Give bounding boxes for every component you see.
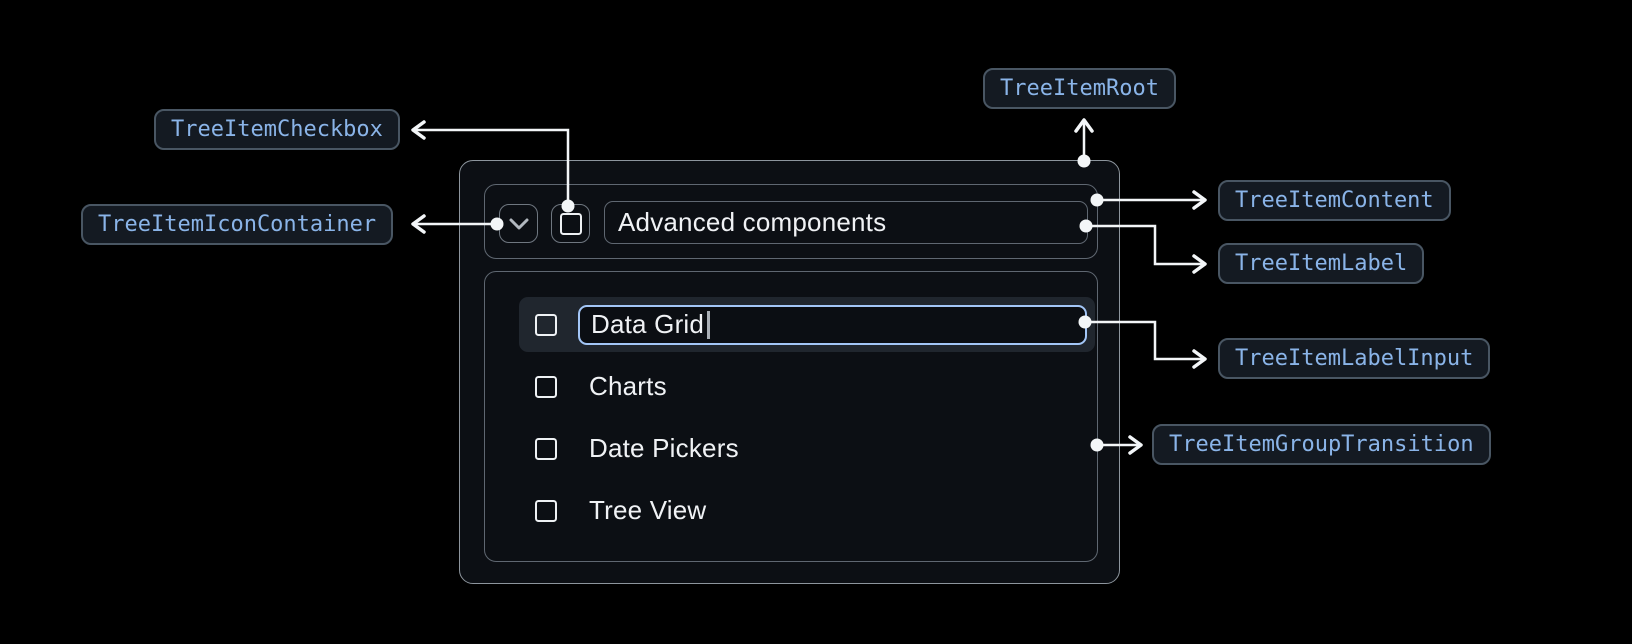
annotation-text: TreeItemIconContainer: [98, 212, 377, 237]
annotation-text: TreeItemLabelInput: [1235, 346, 1474, 371]
annotation-tree-item-group-transition: TreeItemGroupTransition: [1152, 424, 1491, 465]
input-value-text: Data Grid: [591, 309, 705, 339]
text-cursor: [707, 310, 710, 339]
annotation-tree-item-checkbox: TreeItemCheckbox: [154, 109, 400, 150]
annotation-tree-item-label-input: TreeItemLabelInput: [1218, 338, 1491, 379]
checkbox[interactable]: [535, 375, 557, 398]
tree-row[interactable]: Date Pickers: [519, 421, 1095, 476]
tree-row[interactable]: Tree View: [519, 483, 1095, 538]
tree-row-editing[interactable]: Data Grid: [519, 297, 1095, 352]
annotation-tree-item-icon-container: TreeItemIconContainer: [81, 204, 394, 245]
tree-item-group-transition: Data Grid Charts Date Pickers Tree View: [484, 271, 1098, 562]
annotation-text: TreeItemLabel: [1235, 251, 1408, 276]
tree-item-icon-container[interactable]: [499, 204, 538, 243]
arrowhead-left-icon: [411, 120, 426, 140]
annotation-tree-item-root: TreeItemRoot: [983, 68, 1176, 109]
tree-item-content[interactable]: Advanced components: [484, 184, 1098, 259]
tree-item-checkbox[interactable]: [551, 204, 590, 243]
parent-label-text: Advanced components: [618, 207, 887, 237]
annotation-tree-item-content: TreeItemContent: [1218, 180, 1451, 221]
checkbox[interactable]: [535, 499, 557, 522]
arrowhead-right-icon: [1192, 190, 1207, 210]
annotation-text: TreeItemCheckbox: [171, 117, 383, 142]
arrowhead-left-icon: [411, 214, 426, 234]
tree-item-label-input[interactable]: Data Grid: [578, 304, 1087, 345]
tree-item-root: Advanced components Data Grid Charts Dat…: [459, 160, 1120, 584]
arrowhead-right-icon: [1192, 349, 1207, 369]
arrowhead-right-icon: [1128, 435, 1143, 455]
annotation-text: TreeItemGroupTransition: [1169, 432, 1474, 457]
tree-item-label: Advanced components: [604, 201, 1088, 244]
row-label-text: Tree View: [589, 495, 707, 525]
annotation-text: TreeItemRoot: [1000, 76, 1159, 101]
row-label-text: Date Pickers: [589, 433, 739, 463]
checkbox[interactable]: [535, 313, 557, 336]
annotation-text: TreeItemContent: [1235, 188, 1434, 213]
tree-row[interactable]: Charts: [519, 359, 1095, 414]
arrowhead-up-icon: [1074, 118, 1094, 133]
checkbox-icon: [559, 212, 582, 235]
chevron-down-icon: [509, 218, 528, 229]
row-label-text: Charts: [589, 371, 667, 401]
annotation-tree-item-label: TreeItemLabel: [1218, 243, 1425, 284]
arrowhead-right-icon: [1192, 254, 1207, 274]
checkbox[interactable]: [535, 437, 557, 460]
